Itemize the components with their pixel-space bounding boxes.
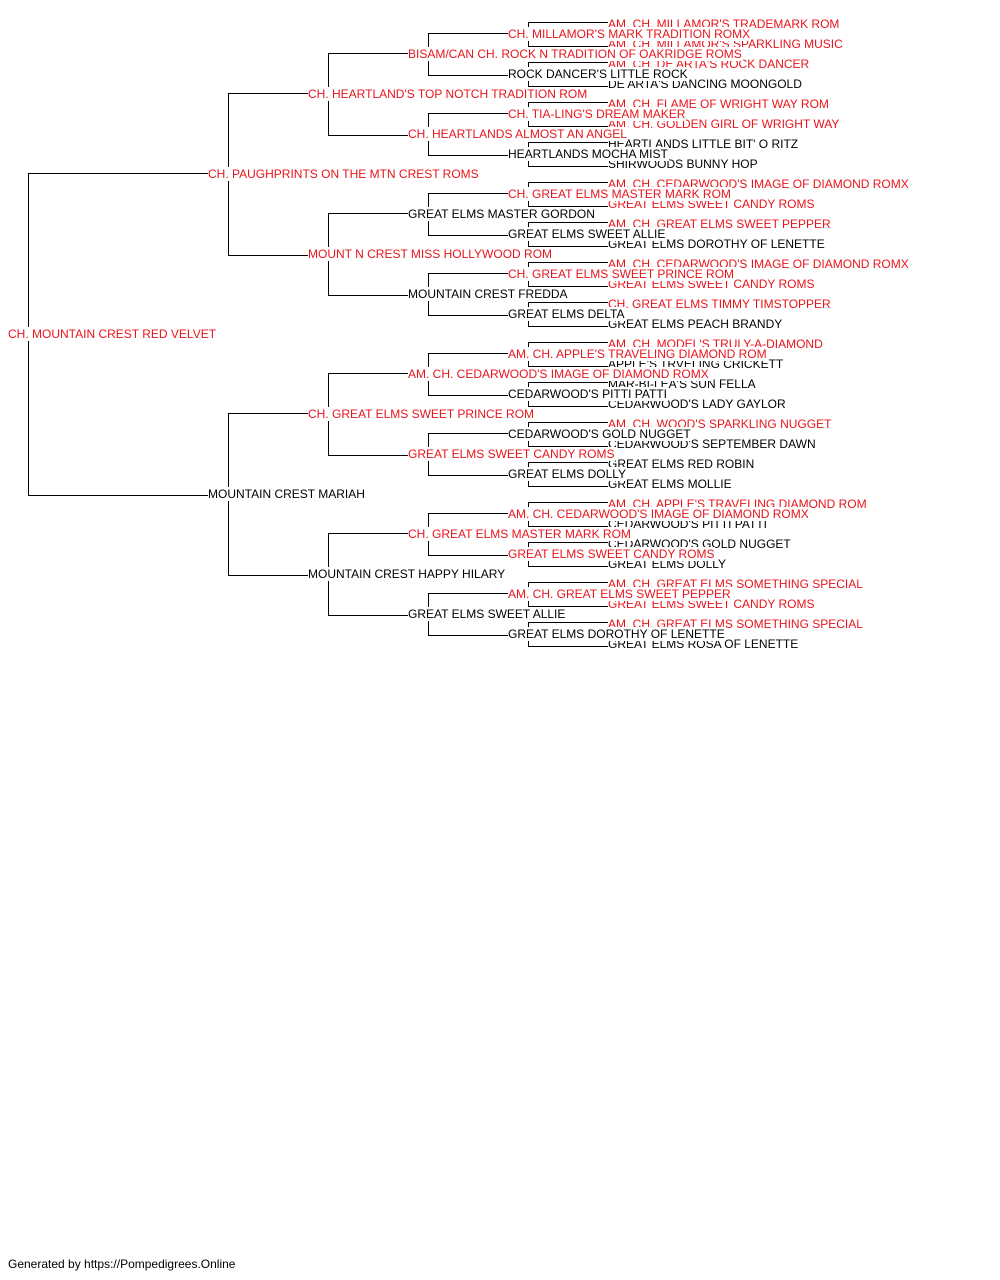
dog-name-sire-gen4[interactable]: CH. GREAT ELMS MASTER MARK ROM — [508, 187, 732, 201]
dog-name-sire-gen3[interactable]: CH. GREAT ELMS MASTER MARK ROM — [408, 527, 632, 541]
dog-name-sire-gen3[interactable]: AM. CH. CEDARWOOD'S IMAGE OF DIAMOND ROM… — [408, 367, 710, 381]
dog-name-sire-gen4[interactable]: AM. CH. GREAT ELMS SWEET PEPPER — [508, 587, 732, 601]
dog-name-dam-gen5[interactable]: GREAT ELMS MOLLIE — [608, 477, 733, 491]
dog-name-sire-gen4[interactable]: AM. CH. APPLE'S TRAVELING DIAMOND ROM — [508, 347, 768, 361]
dog-name-dam-gen3[interactable]: CH. HEARTLANDS ALMOST AN ANGEL — [408, 127, 628, 141]
dog-name-dam-gen4[interactable]: ROCK DANCER'S LITTLE ROCK — [508, 67, 689, 81]
dog-name-dam-gen4[interactable]: GREAT ELMS DELTA — [508, 307, 626, 321]
dog-name-sire-gen4[interactable]: CH. MILLAMOR'S MARK TRADITION ROMX — [508, 27, 752, 41]
dog-name-sire-gen2[interactable]: CH. GREAT ELMS SWEET PRINCE ROM — [308, 407, 536, 421]
dog-name-dam-gen4[interactable]: HEARTLANDS MOCHA MIST — [508, 147, 669, 161]
footer-credit[interactable]: Generated by https://Pompedigrees.Online — [8, 1257, 236, 1271]
dog-name-dam-gen4[interactable]: GREAT ELMS DOLLY — [508, 467, 628, 481]
dog-name-dam-gen5[interactable]: GREAT ELMS PEACH BRANDY — [608, 317, 784, 331]
dog-name-sire-gen4[interactable]: CH. TIA-LING'S DREAM MAKER — [508, 107, 687, 121]
dog-name-dam-gen2[interactable]: MOUNTAIN CREST HAPPY HILARY — [308, 567, 507, 581]
dog-name-sire-gen5[interactable]: CH. GREAT ELMS TIMMY TIMSTOPPER — [608, 297, 832, 311]
dog-name-dam-gen3[interactable]: GREAT ELMS SWEET CANDY ROMS — [408, 447, 616, 461]
dog-name-sire-gen5[interactable]: GREAT ELMS RED ROBIN — [608, 457, 756, 471]
dog-name-sire-gen1[interactable]: CH. PAUGHPRINTS ON THE MTN CREST ROMS — [208, 167, 480, 181]
dog-name-sire-gen3[interactable]: GREAT ELMS MASTER GORDON — [408, 207, 596, 221]
dog-name-sire-gen4[interactable]: CH. GREAT ELMS SWEET PRINCE ROM — [508, 267, 736, 281]
dog-name-subject-gen0[interactable]: CH. MOUNTAIN CREST RED VELVET — [8, 327, 218, 341]
dog-name-dam-gen4[interactable]: CEDARWOOD'S PITTI PATTI — [508, 387, 668, 401]
dog-name-dam-gen4[interactable]: GREAT ELMS SWEET ALLIE — [508, 227, 667, 241]
dog-name-sire-gen2[interactable]: CH. HEARTLAND'S TOP NOTCH TRADITION ROM — [308, 87, 589, 101]
dog-name-dam-gen3[interactable]: GREAT ELMS SWEET ALLIE — [408, 607, 567, 621]
dog-name-dam-gen1[interactable]: MOUNTAIN CREST MARIAH — [208, 487, 366, 501]
dog-name-dam-gen4[interactable]: GREAT ELMS SWEET CANDY ROMS — [508, 547, 716, 561]
dog-name-dam-gen2[interactable]: MOUNT N CREST MISS HOLLYWOOD ROM — [308, 247, 554, 261]
dog-name-sire-gen3[interactable]: BISAM/CAN CH. ROCK N TRADITION OF OAKRID… — [408, 47, 743, 61]
dog-name-sire-gen4[interactable]: AM. CH. CEDARWOOD'S IMAGE OF DIAMOND ROM… — [508, 507, 810, 521]
dog-name-dam-gen4[interactable]: GREAT ELMS DOROTHY OF LENETTE — [508, 627, 726, 641]
dog-name-dam-gen3[interactable]: MOUNTAIN CREST FREDDA — [408, 287, 569, 301]
dog-name-sire-gen4[interactable]: CEDARWOOD'S GOLD NUGGET — [508, 427, 692, 441]
